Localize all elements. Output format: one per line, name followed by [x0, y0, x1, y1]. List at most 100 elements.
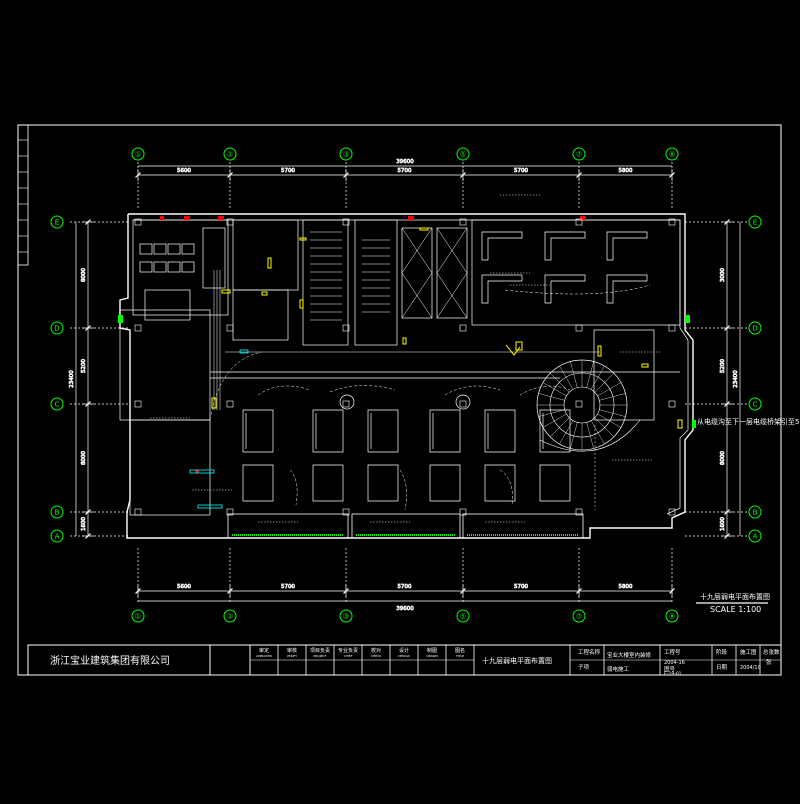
grid-bubble-row	[748, 505, 762, 519]
grid-label-col: ⑤	[460, 151, 466, 159]
tb-cell-zh: 校对	[371, 647, 381, 654]
dim-total-top: 39600	[396, 159, 414, 165]
tb-cell-zh: 项目负责	[310, 647, 330, 654]
yellow-marker	[515, 341, 523, 351]
title-block: 浙江宝业建筑集团有限公司 审定APPROVED审核VERIFY项目负责PROJE…	[27, 644, 782, 677]
dim-text: 5200	[81, 359, 87, 373]
fixture	[139, 243, 153, 255]
item-name: 弱电施工	[607, 665, 630, 673]
structural-column	[342, 508, 350, 516]
grid-bubble-col	[223, 609, 237, 623]
structural-column	[575, 324, 583, 332]
date: 2004/10	[740, 665, 761, 671]
reception-radial	[597, 413, 622, 428]
structural-column	[459, 324, 467, 332]
workstation	[544, 274, 586, 304]
cable-route	[329, 385, 396, 393]
reception-radial	[586, 422, 594, 449]
fixture	[153, 243, 167, 255]
tb-cell-zh: 设计	[399, 647, 409, 654]
structural-column	[575, 508, 583, 516]
phase-label: 阶段	[716, 648, 728, 656]
dim-text: 5700	[514, 168, 528, 174]
yellow-marker	[641, 363, 649, 368]
elevator-lobby	[354, 219, 398, 346]
yellow-marker	[267, 257, 272, 269]
scale-label: SCALE 1:100	[710, 605, 761, 614]
reception-radial	[538, 409, 565, 417]
grid-bubble-row	[50, 397, 64, 411]
grid-label-row: B	[753, 509, 758, 517]
reception-radial	[590, 365, 605, 390]
green-marker	[118, 315, 123, 323]
job-no: 2004-16	[664, 660, 685, 666]
dim-slash	[576, 588, 582, 594]
yellow-marker	[299, 237, 307, 241]
structural-column	[459, 218, 467, 226]
grid-label-row: D	[54, 325, 59, 333]
cable-route	[257, 385, 311, 396]
workstation	[242, 409, 274, 453]
binding-margin	[17, 124, 29, 266]
tb-cell-en: DESIGN	[398, 654, 410, 658]
structural-column	[575, 218, 583, 226]
equipment-room	[593, 329, 655, 421]
grid-label-col: ①	[135, 613, 141, 621]
cable-route	[444, 385, 501, 396]
reception-radial	[597, 382, 622, 397]
tb-cell-en: CHIEF	[344, 654, 353, 658]
red-marker	[408, 216, 414, 220]
cyan-marker	[189, 469, 215, 474]
workstation	[367, 409, 399, 453]
workstation	[312, 464, 344, 502]
dim-text: 5200	[720, 359, 726, 373]
grid-label-col: ⑧	[669, 151, 675, 159]
drawing-title: 十九层弱电平面布置图	[482, 656, 552, 665]
dim-text: 5800	[619, 168, 633, 174]
grid-label-row: D	[752, 325, 757, 333]
grid-bubble-col	[223, 147, 237, 161]
cable-route	[504, 284, 651, 295]
yellow-marker	[419, 227, 429, 231]
tb-cell-zh: 制图	[427, 647, 437, 654]
structural-column	[668, 218, 676, 226]
fixture	[181, 261, 195, 273]
sheet-label: 总张数	[763, 648, 780, 656]
grid-bubble-row	[50, 215, 64, 229]
dim-text: 1600	[720, 517, 726, 531]
reception-radial	[559, 420, 574, 445]
storage-room	[144, 289, 191, 321]
dim-text: 8000	[720, 451, 726, 465]
grid-label-col: ⑧	[669, 613, 675, 621]
round-table	[455, 394, 471, 410]
red-marker	[195, 470, 199, 473]
tb-cell-en: DRAWN	[426, 654, 437, 658]
structural-column	[575, 400, 583, 408]
reception-radial	[550, 373, 570, 393]
yellow-marker	[221, 289, 231, 294]
dim-slash	[135, 588, 141, 594]
tb-cell-en: VERIFY	[287, 654, 298, 658]
workstation	[429, 464, 461, 502]
grid-label-col: ②	[227, 151, 233, 159]
workstation	[312, 409, 344, 453]
workstation	[481, 231, 523, 261]
grid-bubble-col	[456, 609, 470, 623]
reception-radial	[542, 413, 567, 428]
grid-label-row: E	[753, 219, 757, 227]
callout-right: 从电缆沟至下一层电缆桥架引至500mm	[697, 417, 800, 426]
dim-slash	[227, 588, 233, 594]
sheet: 张	[766, 658, 772, 666]
grid-label-col: ⑦	[576, 613, 582, 621]
reception-radial	[542, 382, 567, 397]
toilet-block	[132, 219, 229, 316]
cable-route	[499, 469, 513, 506]
reception-radial	[599, 393, 626, 401]
fixture	[139, 261, 153, 273]
grid-bubble-row	[50, 529, 64, 543]
project-name: 宝业大楼室内装修	[607, 651, 652, 659]
dim-text: 8000	[81, 451, 87, 465]
dim-text: 5600	[177, 584, 191, 590]
